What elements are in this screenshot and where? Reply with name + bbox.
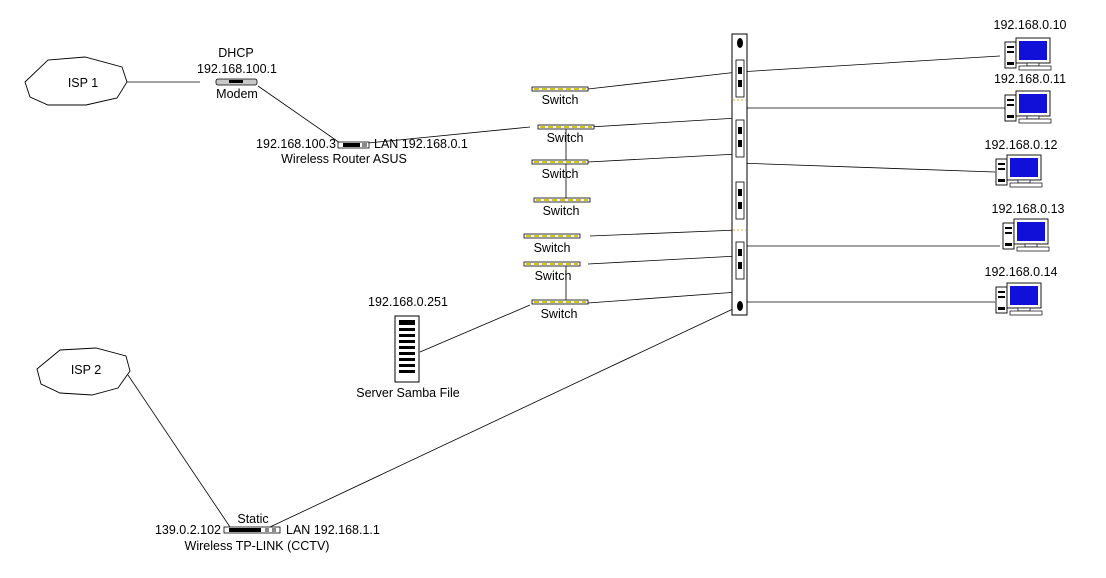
switch-7: Switch bbox=[531, 299, 589, 321]
isp-2-label: ISP 2 bbox=[71, 363, 101, 377]
computer-4: 192.168.0.13 bbox=[992, 202, 1065, 252]
router-asus-lan: LAN 192.168.0.1 bbox=[374, 137, 468, 151]
switch-7-label: Switch bbox=[541, 307, 578, 321]
switch-3-icon bbox=[531, 159, 589, 165]
computer-2-ip: 192.168.0.11 bbox=[994, 72, 1066, 86]
router-tplink-mode: Static bbox=[237, 512, 268, 526]
router-tplink-lan: LAN 192.168.1.1 bbox=[286, 523, 380, 537]
computer-5-ip: 192.168.0.14 bbox=[985, 265, 1058, 279]
computer-3-ip: 192.168.0.12 bbox=[985, 138, 1058, 152]
server-ip: 192.168.0.251 bbox=[368, 295, 448, 309]
modem-ip: 192.168.100.1 bbox=[197, 62, 277, 76]
router-tplink-wan-ip: 139.0.2.102 bbox=[155, 523, 221, 537]
switch-5-icon bbox=[523, 233, 581, 239]
switch-2: Switch bbox=[537, 124, 595, 145]
switch-5-label: Switch bbox=[534, 241, 571, 255]
computer-1-ip: 192.168.0.10 bbox=[994, 18, 1067, 32]
switch-4: Switch bbox=[533, 197, 591, 218]
router-asus-wan-ip: 192.168.100.3 bbox=[256, 137, 336, 151]
connection-lines bbox=[125, 55, 1005, 528]
switch-5: Switch bbox=[523, 233, 581, 255]
switch-1: Switch bbox=[531, 86, 589, 107]
switch-6-label: Switch bbox=[535, 269, 572, 283]
modem-mode: DHCP bbox=[218, 46, 253, 60]
modem-label: Modem bbox=[216, 87, 258, 101]
computer-4-ip: 192.168.0.13 bbox=[992, 202, 1065, 216]
switch-6: Switch bbox=[523, 261, 581, 283]
switch-3-label: Switch bbox=[542, 167, 579, 181]
router-asus-label: Wireless Router ASUS bbox=[281, 152, 407, 166]
router-tplink-label: Wireless TP-LINK (CCTV) bbox=[185, 539, 330, 553]
isp-2-cloud: ISP 2 bbox=[36, 347, 131, 396]
computer-4-icon bbox=[1002, 218, 1050, 252]
rack-patch-panel bbox=[731, 33, 748, 316]
computer-1: 192.168.0.10 bbox=[994, 18, 1067, 71]
router-tplink: Static 139.0.2.102 LAN 192.168.1.1 Wirel… bbox=[155, 512, 380, 553]
switch-6-icon bbox=[523, 261, 581, 267]
computer-3: 192.168.0.12 bbox=[985, 138, 1058, 188]
switch-2-icon bbox=[537, 124, 595, 130]
isp-1-label: ISP 1 bbox=[68, 76, 98, 90]
computer-3-icon bbox=[995, 154, 1043, 188]
computer-2-icon bbox=[1004, 90, 1052, 124]
computer-1-icon bbox=[1004, 37, 1052, 71]
switch-1-label: Switch bbox=[542, 93, 579, 107]
switch-4-label: Switch bbox=[543, 204, 580, 218]
switch-2-label: Switch bbox=[547, 131, 584, 145]
modem: DHCP 192.168.100.1 Modem bbox=[197, 46, 277, 101]
router-tplink-icon bbox=[223, 526, 281, 534]
switch-1-icon bbox=[531, 86, 589, 92]
router-asus: 192.168.100.3 LAN 192.168.0.1 Wireless R… bbox=[256, 137, 468, 166]
switch-4-icon bbox=[533, 197, 591, 203]
isp-1-cloud: ISP 1 bbox=[24, 56, 128, 106]
switch-3: Switch bbox=[531, 159, 589, 181]
computer-5-icon bbox=[995, 282, 1043, 316]
server: 192.168.0.251 Server Samba File bbox=[356, 295, 460, 400]
router-asus-icon bbox=[337, 141, 370, 149]
computer-5: 192.168.0.14 bbox=[985, 265, 1058, 316]
switch-7-icon bbox=[531, 299, 589, 305]
server-label: Server Samba File bbox=[356, 386, 460, 400]
computer-2: 192.168.0.11 bbox=[994, 72, 1066, 124]
server-icon bbox=[394, 315, 420, 383]
